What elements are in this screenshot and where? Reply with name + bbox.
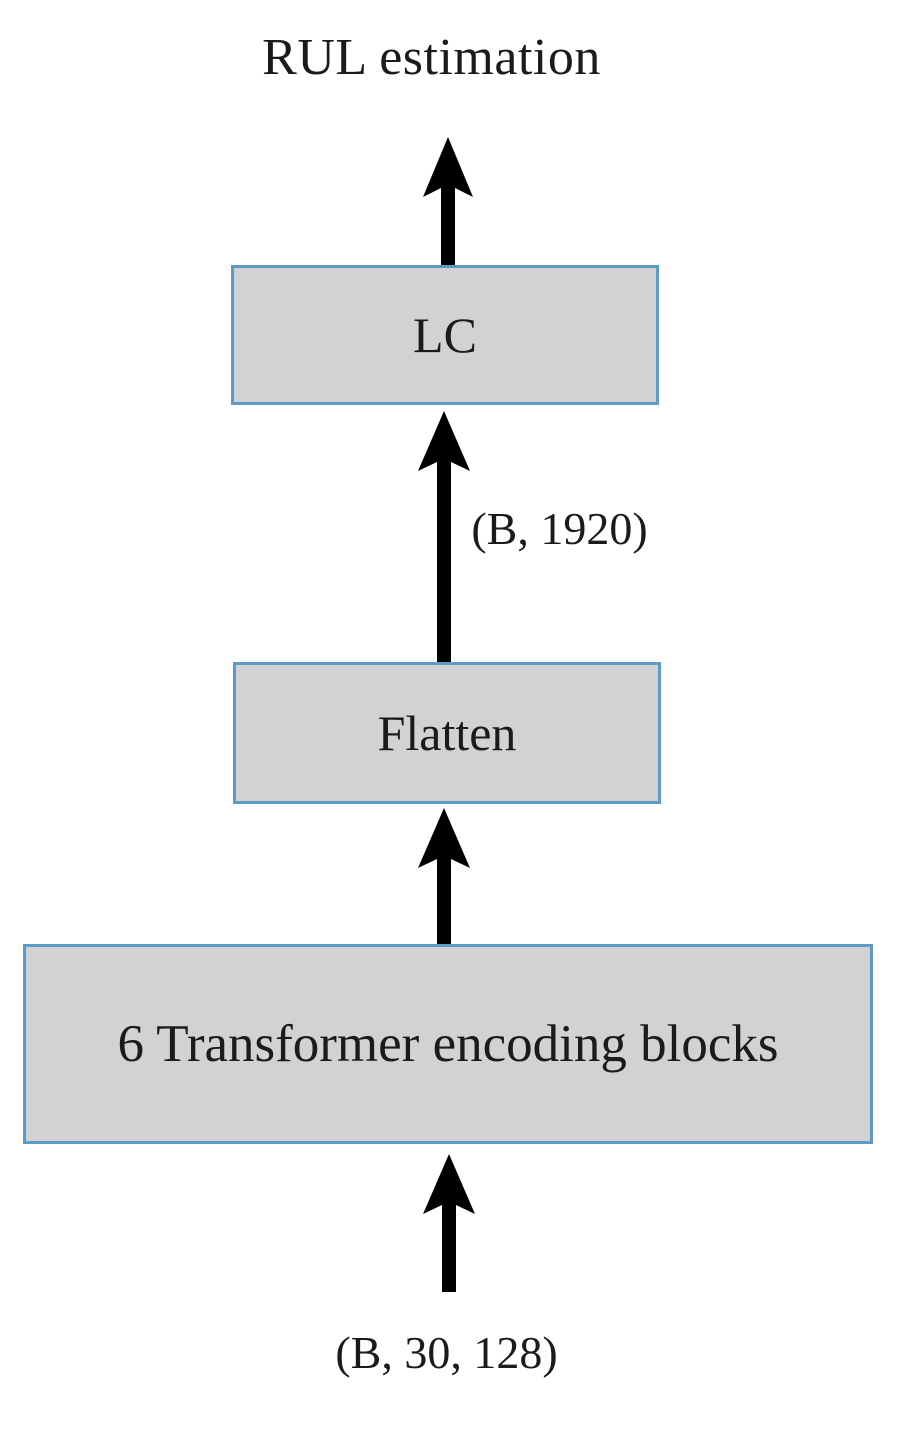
node-lc-label: LC (413, 307, 477, 363)
node-flatten[interactable]: Flatten (233, 662, 661, 804)
input-shape-label: (B, 30, 128) (335, 1327, 558, 1378)
arrow-input-to-transformer (414, 1152, 484, 1292)
arrow-transformer-to-flatten (409, 806, 479, 948)
node-transformer-blocks-label: 6 Transformer encoding blocks (117, 1014, 779, 1073)
output-label: RUL estimation (262, 29, 601, 86)
edge-label-flatten-to-lc: (B, 1920) (471, 503, 648, 554)
node-flatten-label: Flatten (377, 705, 517, 761)
arrow-lc-to-output (413, 135, 483, 267)
node-lc[interactable]: LC (231, 265, 659, 405)
node-transformer-blocks[interactable]: 6 Transformer encoding blocks (23, 944, 873, 1144)
arrow-flatten-to-lc (409, 409, 479, 663)
